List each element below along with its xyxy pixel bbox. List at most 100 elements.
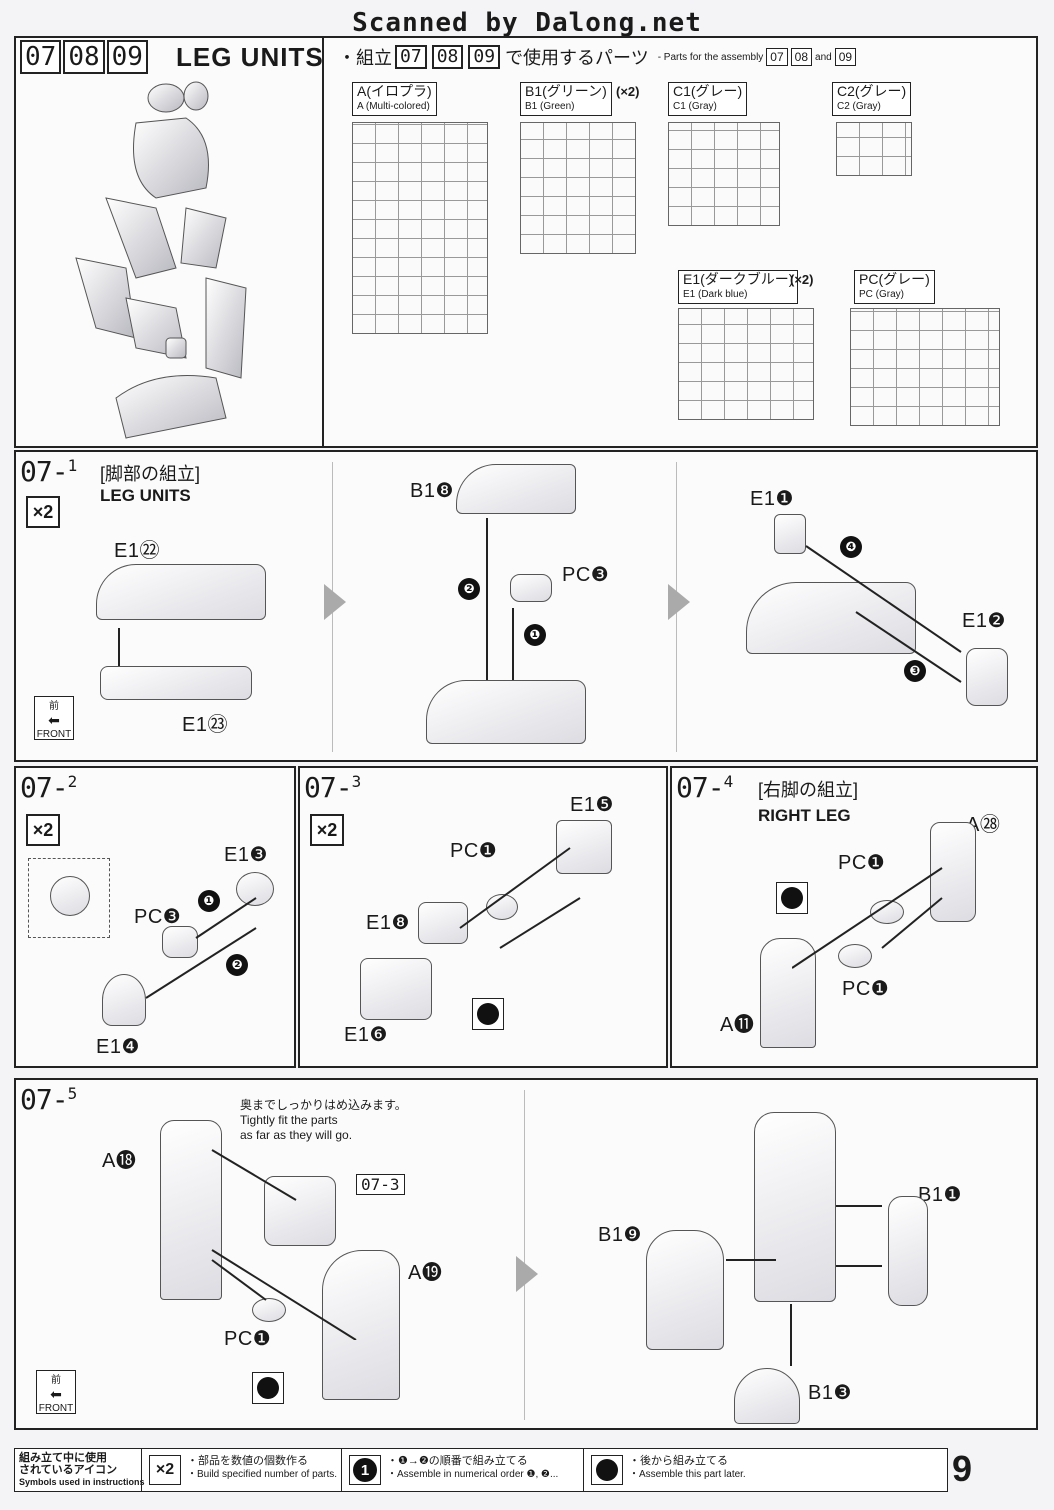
label-e1-22: E1㉒ bbox=[114, 540, 160, 562]
label-e1-23: E1㉓ bbox=[182, 714, 228, 736]
arrow-line-07-1-2 bbox=[486, 518, 488, 688]
footer-item-multiply: ・部品を数値の個数作る・Build specified number of pa… bbox=[187, 1455, 338, 1480]
parts-heading-en: - Parts for the assembly bbox=[657, 51, 764, 63]
label-b1-9: B1❾ bbox=[598, 1224, 642, 1246]
left-panel-divider bbox=[322, 38, 324, 446]
parts-heading-jp2: で使用するパーツ bbox=[505, 48, 649, 68]
part-e1-4 bbox=[102, 974, 146, 1026]
part-a-19 bbox=[322, 1250, 400, 1400]
runner-label-a: A(イロプラ)A (Multi-colored) bbox=[352, 82, 437, 116]
divider-07-5 bbox=[524, 1090, 525, 1420]
runner-c1 bbox=[668, 122, 780, 226]
step-07-5-panel: 07-5 奥までしっかりはめ込みます。 Tightly fit the part… bbox=[14, 1078, 1038, 1430]
parts-en-step-09: 09 bbox=[834, 48, 857, 66]
later-icon-07-4 bbox=[776, 882, 808, 914]
part-a-11 bbox=[760, 938, 816, 1048]
front-en: FRONT bbox=[36, 729, 72, 740]
part-e1-5 bbox=[556, 820, 612, 874]
footer-bar: 組み立て中に使用 されているアイコン Symbols used in instr… bbox=[14, 1448, 948, 1492]
front-en-07-5: FRONT bbox=[38, 1403, 74, 1414]
step-07-2-multiplier: ×2 bbox=[26, 814, 60, 846]
part-b1-8 bbox=[456, 464, 576, 514]
label-pc-1-07-5: PC❶ bbox=[224, 1328, 272, 1350]
runner-label-b1: B1(グリーン)B1 (Green) bbox=[520, 82, 612, 116]
order-2-07-2: ❷ bbox=[226, 954, 248, 976]
label-e1-6: E1❻ bbox=[344, 1024, 388, 1046]
part-e1-22 bbox=[96, 564, 266, 620]
parts-en-step-07: 07 bbox=[766, 48, 788, 66]
footer-icon-multiply: ×2 bbox=[149, 1455, 181, 1485]
order-3: ❸ bbox=[904, 660, 926, 682]
front-jp-07-5: 前 bbox=[51, 1375, 61, 1386]
flow-arrow-2 bbox=[668, 584, 690, 620]
step-07-1-panel: 07-1 [脚部の組立] LEG UNITS ×2 E1㉒ E1㉓ 前 ⬅ FR… bbox=[14, 450, 1038, 762]
footer-item-later: ・後から組み立てる・Assemble this part later. bbox=[629, 1455, 746, 1480]
part-e1-1 bbox=[774, 514, 806, 554]
detail-pc bbox=[50, 876, 90, 916]
label-pc-3-b: PC❸ bbox=[134, 906, 182, 928]
part-assembled-base bbox=[426, 680, 586, 744]
runner-label-pc: PC(グレー)PC (Gray) bbox=[854, 270, 935, 304]
runner-b1-mult: (×2) bbox=[616, 84, 640, 99]
part-b1-3 bbox=[734, 1368, 800, 1424]
part-e1-23 bbox=[100, 666, 252, 700]
part-leg-assembled bbox=[754, 1112, 836, 1302]
front-arrow-icon: ⬅ bbox=[48, 712, 60, 728]
runner-e1-mult: (×2) bbox=[790, 272, 814, 287]
step-07-5-number: 07-5 bbox=[20, 1083, 77, 1116]
arrows-07-2 bbox=[145, 897, 257, 999]
arrows-07-1-3 bbox=[805, 545, 962, 683]
arrow-down-07-1 bbox=[118, 628, 120, 678]
arrows-07-4 bbox=[792, 867, 943, 969]
fit-note-en-2: as far as they will go. bbox=[240, 1128, 353, 1142]
step-07-1-title-jp: [脚部の組立] bbox=[100, 464, 201, 484]
front-indicator-07-5: 前 ⬅ FRONT bbox=[36, 1370, 76, 1414]
flow-arrow-1 bbox=[324, 584, 346, 620]
order-1-07-2: ❶ bbox=[198, 890, 220, 912]
footer-divider-1 bbox=[141, 1449, 142, 1491]
fit-note-en-1: Tightly fit the parts bbox=[240, 1113, 338, 1127]
later-icon-07-5 bbox=[252, 1372, 284, 1404]
flow-arrow-07-5 bbox=[516, 1256, 538, 1292]
step-07-3-panel: 07-3 ×2 E1❺ PC❶ E1❽ E1❻ bbox=[298, 766, 668, 1068]
parts-heading-step-08: 08 bbox=[431, 45, 464, 69]
label-e1-3: E1❸ bbox=[224, 844, 268, 866]
footer-icon-later bbox=[591, 1455, 623, 1485]
step-07-4-panel: 07-4 [右脚の組立] RIGHT LEG A㉘ PC❶ PC❶ A⓫ bbox=[670, 766, 1038, 1068]
step-07-4-number: 07-4 bbox=[676, 771, 733, 804]
ref-07-3: 07-3 bbox=[356, 1174, 405, 1195]
step-07-1-title-en: LEG UNITS bbox=[100, 486, 191, 505]
arrow-line-07-1-1 bbox=[512, 608, 514, 692]
step-07-3-multiplier: ×2 bbox=[310, 814, 344, 846]
footer-title-en: Symbols used in instructions bbox=[19, 1477, 145, 1487]
detail-inset bbox=[28, 858, 110, 938]
part-pc-1-07-5 bbox=[252, 1298, 286, 1322]
arrows-07-5-left bbox=[211, 1149, 357, 1340]
label-e1-8: E1❽ bbox=[366, 912, 410, 934]
footer-icon-order: 1 bbox=[349, 1455, 381, 1485]
front-jp: 前 bbox=[49, 701, 59, 712]
parts-heading: ・組立 07 08 09 で使用するパーツ - Parts for the as… bbox=[338, 44, 857, 70]
label-a-18: A⓲ bbox=[102, 1150, 137, 1172]
label-e1-5: E1❺ bbox=[570, 794, 614, 816]
label-e1-1: E1❶ bbox=[750, 488, 794, 510]
step-number-07: 07 bbox=[20, 40, 62, 74]
runner-label-e1: E1(ダークブルー)E1 (Dark blue) bbox=[678, 270, 799, 304]
label-e1-2: E1❷ bbox=[962, 610, 1006, 632]
runner-e1 bbox=[678, 308, 814, 420]
arrows-07-5-right bbox=[726, 1205, 882, 1366]
runner-a bbox=[352, 122, 488, 334]
part-b1-9 bbox=[646, 1230, 724, 1350]
label-pc-3: PC❸ bbox=[562, 564, 610, 586]
footer-title: 組み立て中に使用 されているアイコン Symbols used in instr… bbox=[19, 1452, 145, 1488]
step-07-2-panel: 07-2 ×2 E1❸ PC❸ ❶ ❷ E1❹ bbox=[14, 766, 296, 1068]
step-number-08: 08 bbox=[63, 40, 105, 74]
front-arrow-icon-07-5: ⬅ bbox=[50, 1386, 62, 1402]
part-e1-3 bbox=[236, 872, 274, 906]
order-4: ❹ bbox=[840, 536, 862, 558]
runner-label-c1: C1(グレー)C1 (Gray) bbox=[668, 82, 748, 116]
parts-en-step-08: 08 bbox=[790, 48, 813, 66]
part-pc-3 bbox=[510, 574, 552, 602]
footer-divider-2 bbox=[341, 1449, 342, 1491]
